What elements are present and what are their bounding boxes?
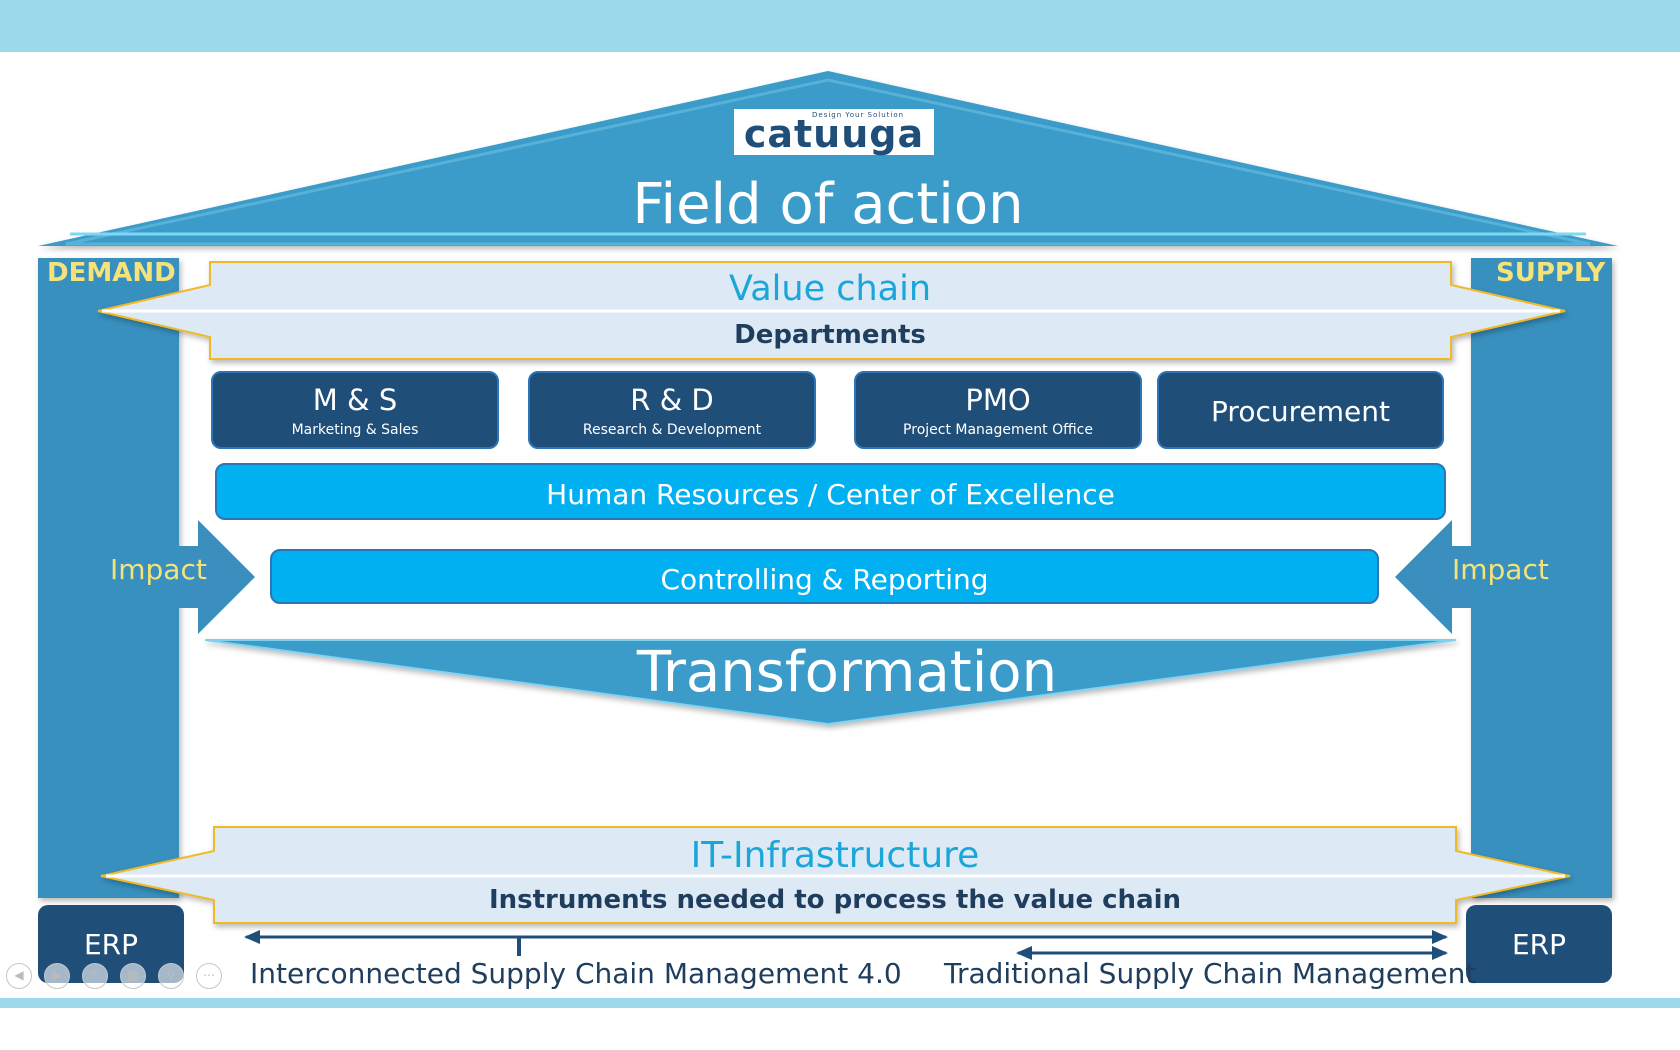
dept-pmo-full: Project Management Office [903,422,1093,438]
impact-arrow-right [1395,520,1471,634]
transformation-title: Transformation [636,640,1058,705]
dept-ms-abbr: M & S [312,383,398,417]
interconnected-scm-label: Interconnected Supply Chain Management 4… [250,957,902,990]
hr-bar-label: Human Resources / Center of Excellence [546,478,1115,511]
traditional-scm-label: Traditional Supply Chain Management [944,957,1477,990]
impact-label-right: Impact [1452,553,1549,586]
impact-arrow-left [179,520,255,634]
bottom-band [0,998,1680,1008]
controlling-bar-label: Controlling & Reporting [660,563,989,596]
roof-highlight [65,78,1591,246]
erp-left-label: ERP [83,928,139,961]
controlling-reporting-bar: Controlling & Reporting [270,549,1379,604]
demand-pillar [38,258,179,898]
traditional-arrowhead-left [1016,946,1032,960]
dept-procurement: Procurement [1157,371,1444,449]
erp-right: ERP [1466,905,1612,983]
demand-label: DEMAND [47,258,176,288]
dept-procurement-label: Procurement [1211,395,1390,428]
value-chain-title: Value chain [728,269,932,309]
dept-rd-abbr: R & D [630,383,714,417]
supply-label: SUPPLY [1496,258,1606,288]
prev-icon[interactable]: ◀ [6,963,32,989]
erp-right-label: ERP [1511,928,1567,961]
dept-rd-full: Research & Development [582,422,762,438]
hr-center-of-excellence-bar: Human Resources / Center of Excellence [215,463,1446,520]
dept-pmo: PMO Project Management Office [854,371,1142,449]
dept-rd: R & D Research & Development [528,371,816,449]
dept-ms: M & S Marketing & Sales [211,371,499,449]
pen-icon[interactable]: ✎ [82,963,108,989]
field-of-action-title: Field of action [632,172,1024,237]
logo-tagline: Design Your Solution [812,111,905,119]
it-infrastructure-title: IT-Infrastructure [690,835,980,876]
it-infrastructure-subtitle: Instruments needed to process the value … [488,885,1182,915]
supply-pillar [1471,258,1612,898]
catuuga-logo: Design Your Solution catuuga [734,109,934,156]
roof-shape [38,71,1618,246]
interconnected-arrowhead-left [244,930,260,944]
impact-label-left: Impact [110,553,207,586]
more-icon[interactable]: ⋯ [196,963,222,989]
grid-icon[interactable]: ▦ [120,963,146,989]
departments-label: Departments [734,320,926,350]
top-band [0,0,1680,52]
logo-wordmark: catuuga [743,112,925,156]
transformation-shape [204,639,1457,726]
next-icon[interactable]: ▶ [44,963,70,989]
interconnected-arrowhead-right [1432,930,1448,944]
traditional-arrowhead-right [1432,946,1448,960]
dept-pmo-abbr: PMO [965,383,1031,417]
dept-ms-full: Marketing & Sales [291,422,419,438]
zoom-icon[interactable]: ⚲ [158,963,184,989]
